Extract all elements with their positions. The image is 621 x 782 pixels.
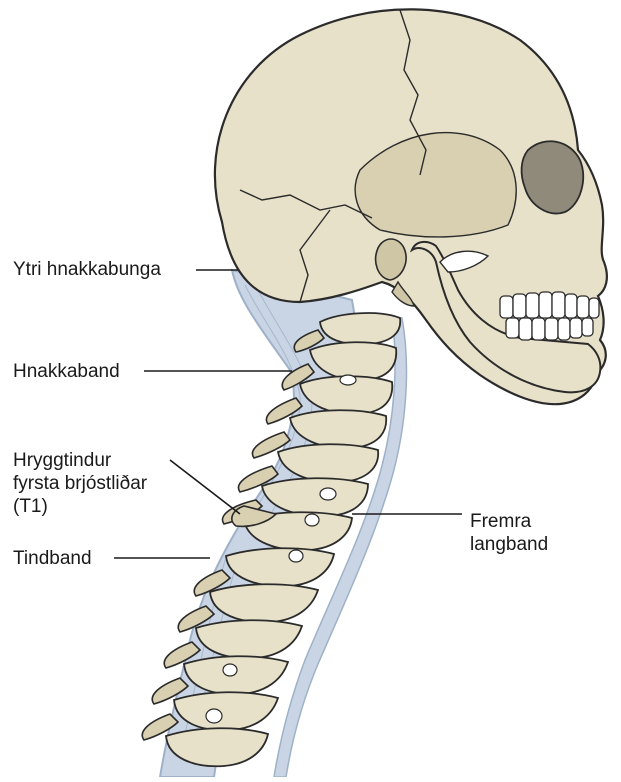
vertebra-t3 bbox=[195, 619, 304, 660]
vertebra-c1 bbox=[319, 312, 402, 346]
vertebra-c2 bbox=[308, 341, 398, 382]
leader-line-hryggtindur bbox=[169, 459, 241, 515]
leader-lines bbox=[114, 269, 462, 559]
label-hnakkaband: Hnakkaband bbox=[13, 361, 120, 382]
intervertebral-foramina bbox=[205, 374, 357, 724]
label-ytri-hnakkabunga: Ytri hnakkabunga bbox=[13, 259, 161, 280]
vertebra-t5 bbox=[173, 691, 280, 732]
vertebra-c5 bbox=[276, 443, 379, 484]
ear-canal-shape bbox=[374, 238, 407, 281]
mastoid-process-shape bbox=[391, 280, 415, 307]
vertebra-t4 bbox=[183, 655, 290, 696]
eye-orbit-shape bbox=[520, 140, 584, 215]
label-fremra-langband: Fremra langband bbox=[470, 510, 548, 556]
label-hryggtindur-line-2: fyrsta brjóstliðar bbox=[13, 473, 148, 494]
vertebra-c4 bbox=[288, 409, 387, 450]
label-hryggtindur-line-3: (T1) bbox=[13, 496, 48, 517]
vertebra-c6 bbox=[260, 477, 369, 518]
teeth bbox=[499, 291, 600, 341]
skull-sutures bbox=[239, 9, 427, 303]
vertebra-t1 bbox=[225, 547, 336, 588]
vertebral-column bbox=[165, 312, 402, 768]
label-hryggtindur-line-1: Hryggtindur bbox=[13, 450, 112, 471]
spinous-processes bbox=[141, 329, 326, 741]
label-hryggtindur: Hryggtindur fyrsta brjóstliðar (T1) bbox=[13, 449, 147, 518]
label-tindband: Tindband bbox=[13, 548, 92, 569]
label-fremra-langband-line-1: Fremra bbox=[470, 511, 532, 532]
temporal-fossa-shading bbox=[354, 131, 517, 238]
mandible-notch-shape bbox=[439, 250, 490, 273]
vertebra-c7 bbox=[242, 511, 353, 552]
vertebra-t2 bbox=[209, 583, 320, 624]
vertebra-t6 bbox=[165, 727, 270, 768]
label-fremra-langband-line-2: langband bbox=[470, 534, 549, 555]
